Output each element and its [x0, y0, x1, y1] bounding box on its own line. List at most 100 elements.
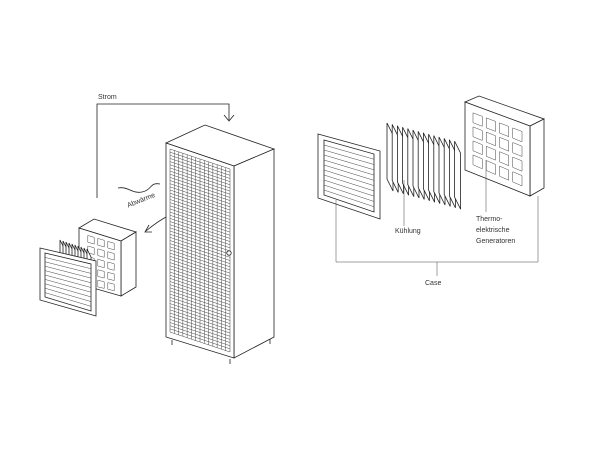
- rack-grid-row: [169, 199, 231, 220]
- label-case: Case: [425, 280, 442, 287]
- teg-cell: [107, 241, 115, 251]
- rack-grid-row: [169, 331, 231, 353]
- grille-slat: [44, 274, 92, 288]
- cooling-fin: [454, 141, 462, 210]
- rack-grid-row: [169, 221, 231, 242]
- rack-grid-row: [169, 309, 231, 331]
- small-assembly: [39, 218, 137, 317]
- rack-grid-row: [169, 300, 231, 321]
- teg-cell: [97, 248, 105, 258]
- grille-slat: [323, 154, 375, 171]
- rack-grid-row: [169, 262, 231, 283]
- label-teg-line2: elektrische: [476, 227, 510, 234]
- rack-grid-row: [169, 174, 231, 195]
- grille-slat: [44, 257, 92, 269]
- grille-slat: [323, 169, 375, 186]
- server-rack: [164, 124, 276, 364]
- rack-grid-row: [169, 215, 231, 236]
- rack-grid-row: [169, 319, 231, 340]
- grille-slat: [44, 261, 92, 274]
- power-arrow: [96, 103, 235, 198]
- rack-grid-row: [169, 218, 231, 239]
- teg-cell: [512, 142, 523, 157]
- cooling-fin: [396, 125, 404, 194]
- rack-grid-row: [169, 155, 231, 176]
- teg-cell: [472, 154, 483, 170]
- cooling-fin: [412, 129, 420, 199]
- teg-cell: [512, 171, 523, 187]
- teg-cell: [107, 261, 115, 271]
- rack-grid-row: [169, 259, 231, 280]
- teg-cell: [499, 151, 510, 167]
- teg-cell: [472, 126, 483, 141]
- rack-handle-icon: [226, 250, 232, 256]
- rack-grid-row: [169, 211, 231, 233]
- rack-grid-row: [169, 274, 231, 296]
- rack-grid-row: [169, 192, 231, 214]
- label-thermoelectric-generators: Thermo- elektrische Generatoren: [476, 214, 536, 247]
- label-teg-line3: Generatoren: [476, 238, 516, 245]
- rack-grid-row: [169, 170, 231, 192]
- cooling-fin: [448, 139, 456, 208]
- rack-grid-row: [169, 230, 231, 252]
- grille-slat: [44, 270, 92, 284]
- grille-slat: [44, 292, 92, 307]
- rack-grid-row: [169, 151, 231, 173]
- cooling-fin: [443, 138, 451, 207]
- rack-grid-row: [169, 183, 231, 204]
- teg-cell: [97, 269, 105, 279]
- case-grille: [317, 133, 381, 220]
- rack-grid-row: [169, 180, 231, 201]
- rack-grid-row: [169, 233, 231, 255]
- rack-grid-row: [169, 177, 231, 198]
- grille-slat: [44, 279, 92, 293]
- teg-cell: [512, 156, 523, 172]
- cooling-fin: [402, 127, 410, 196]
- rack-grid-row: [169, 287, 231, 309]
- rack-grid-row: [169, 293, 231, 315]
- rack-grid-row: [169, 243, 231, 264]
- grille-slat: [323, 144, 375, 160]
- rack-grid-row: [169, 303, 231, 324]
- rack-grid-row: [169, 158, 231, 179]
- rack-perforation: [169, 148, 231, 353]
- rack-grid-row: [169, 227, 231, 249]
- teg-cell: [97, 238, 105, 248]
- rack-grid-row: [169, 189, 231, 211]
- cooling-fin: [428, 134, 436, 203]
- teg-cell: [485, 131, 496, 147]
- teg-cell: [499, 122, 510, 137]
- rack-grid-row: [169, 315, 231, 337]
- rack-grid-row: [169, 297, 231, 318]
- rack-grid-row: [169, 312, 231, 334]
- cooling-fin: [422, 132, 430, 201]
- teg-cell: [512, 127, 523, 143]
- rack-grid-row: [169, 306, 231, 327]
- label-power: Strom: [98, 94, 117, 101]
- cooling-fin: [417, 131, 425, 200]
- rack-grid-row: [169, 196, 231, 217]
- thermoelectric-generator-grid: [463, 95, 546, 197]
- label-teg-line1: Thermo-: [476, 216, 503, 223]
- rack-grid-row: [169, 271, 231, 293]
- rack-grid-row: [169, 208, 231, 230]
- cooling-fin: [438, 136, 446, 206]
- grille-slat: [323, 164, 375, 181]
- rack-grid-row: [169, 237, 231, 258]
- grille-slat: [44, 283, 92, 298]
- cooling-fin: [386, 122, 394, 192]
- rack-grid-row: [169, 322, 231, 343]
- grille-slat: [323, 179, 375, 197]
- rack-grid-row: [169, 281, 231, 302]
- grille-slat: [323, 149, 375, 165]
- rack-grid-row: [169, 167, 231, 189]
- teg-cell: [107, 272, 115, 281]
- rack-grid-row: [169, 256, 231, 277]
- rack-grid-row: [169, 164, 231, 186]
- small-grille-slats: [44, 257, 92, 307]
- exploded-case: [317, 95, 546, 276]
- teg-cell: [472, 140, 483, 155]
- teg-cell: [499, 165, 510, 181]
- teg-cell: [97, 258, 105, 268]
